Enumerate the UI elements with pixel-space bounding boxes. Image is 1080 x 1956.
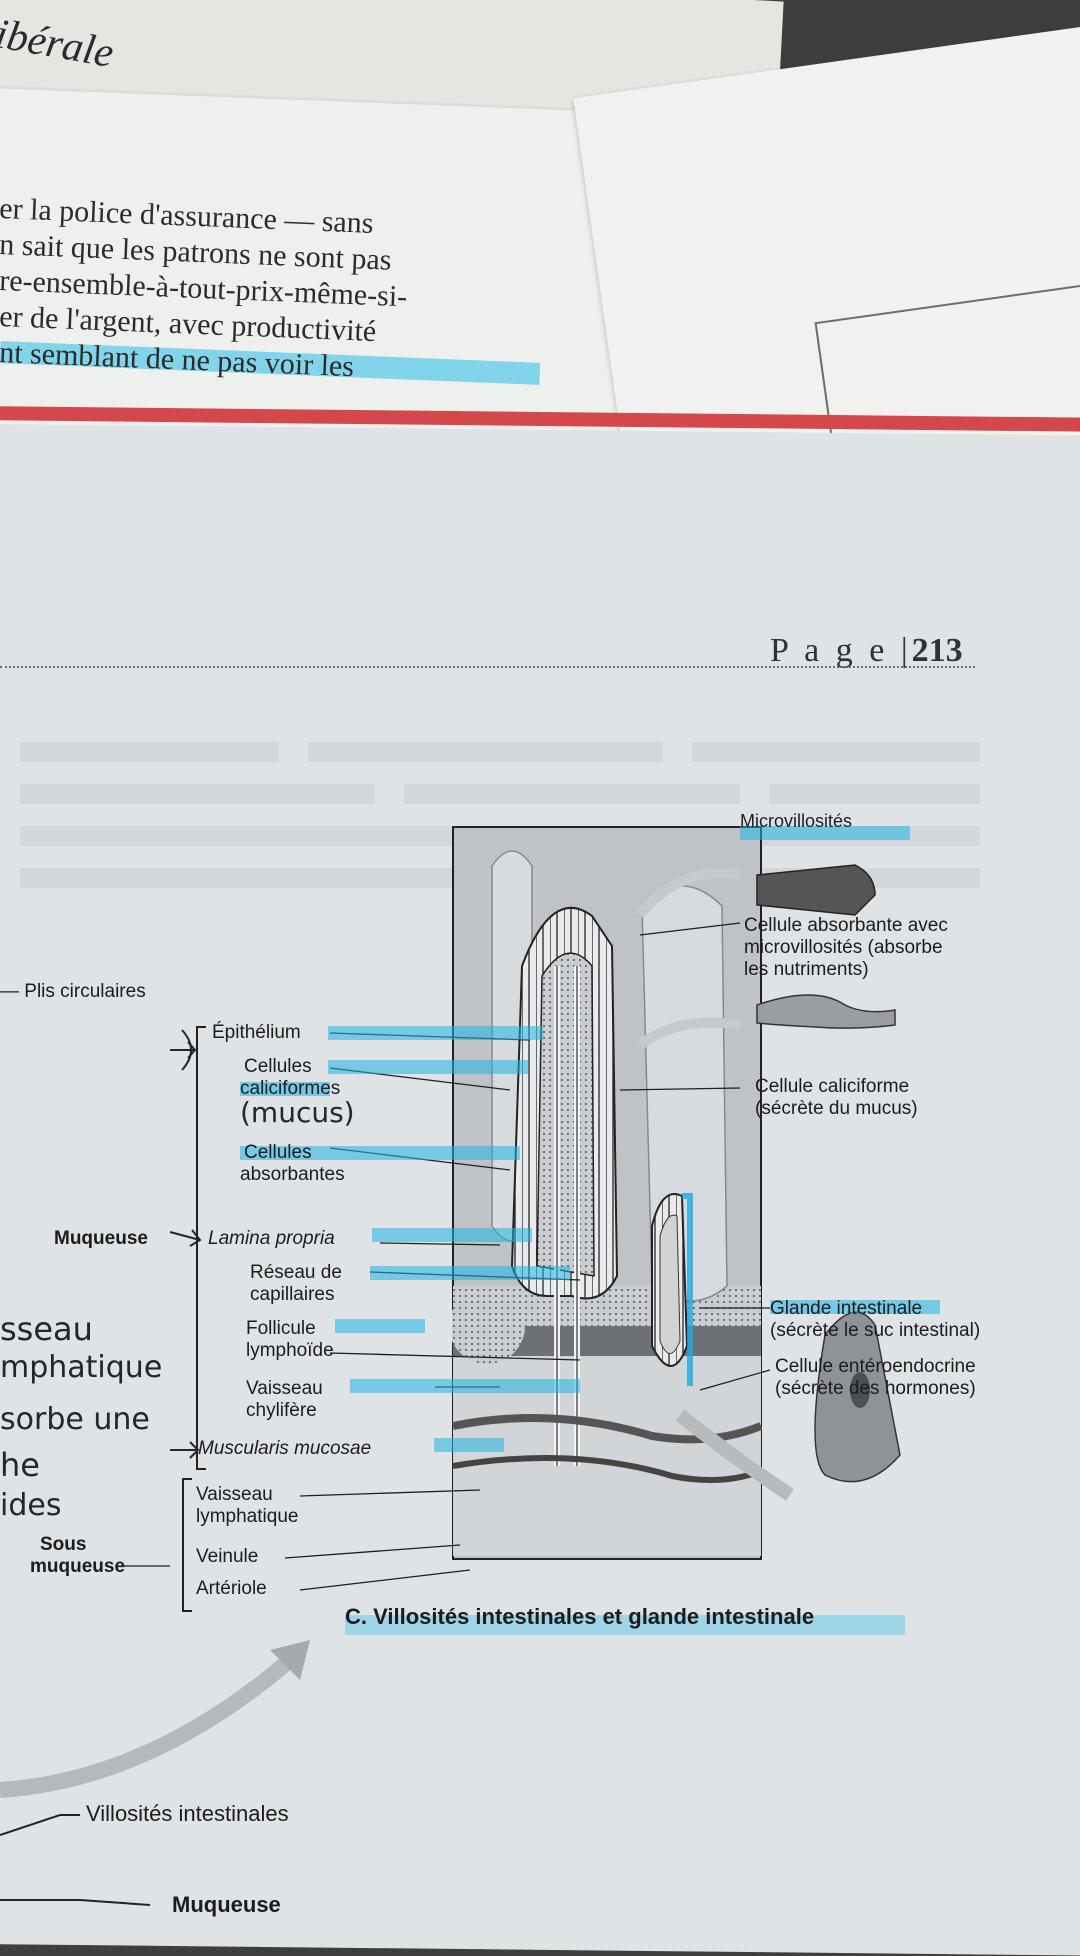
highlighter-mark [370, 1266, 570, 1280]
handwritten-note: sseau [0, 1310, 93, 1348]
page-separator: | [900, 632, 912, 669]
label-epithelium: Épithélium [212, 1022, 301, 1043]
figure-caption: C. Villosités intestinales et glande int… [345, 1604, 815, 1629]
handwritten-note: ides [0, 1488, 62, 1523]
label-vaisseau-lymphatique-line2: lymphatique [196, 1506, 299, 1527]
handwritten-note: mphatique [0, 1350, 163, 1385]
label-glande-intestinale: Glande intestinale [770, 1298, 923, 1319]
label-arteriole: Artériole [196, 1578, 267, 1599]
highlighter-mark [328, 1060, 528, 1074]
label-muscularis-mucosae: Muscularis mucosae [198, 1438, 372, 1459]
label-cellule-absorbante-line2: microvillosités (absorbe [744, 937, 943, 958]
label-cellules-absorbantes: Cellules [244, 1142, 312, 1163]
highlighter-mark [335, 1319, 425, 1333]
villus-illustration [452, 826, 762, 1560]
highlighter-mark [770, 1300, 940, 1314]
highlighter-mark [434, 1438, 504, 1452]
label-cellules-caliciformes: Cellules [244, 1056, 312, 1077]
handwritten-note: sorbe une [0, 1402, 150, 1437]
plis-text: Plis circulaires [24, 981, 146, 1002]
handwritten-mucus: (mucus) [240, 1096, 355, 1129]
label-vaisseau-chylifere: Vaisseau [246, 1378, 323, 1399]
page-label: P a g e [770, 632, 889, 669]
cell-detail-icons [756, 864, 901, 1483]
label-muqueuse: Muqueuse [54, 1228, 148, 1249]
highlighter-mark [350, 1379, 580, 1393]
label-cellule-absorbante-line3: les nutriments) [744, 959, 869, 980]
handwritten-arrows [169, 1029, 202, 1459]
label-lamina-propria: Lamina propria [208, 1228, 335, 1249]
label-cellules-caliciformes-line2: caliciformes [240, 1078, 341, 1099]
label-cellule-enteroendocrine: Cellule entéroendocrine [775, 1356, 976, 1377]
label-vaisseau-lymphatique: Vaisseau [196, 1484, 273, 1505]
label-villosites-intestinales: Villosités intestinales [86, 1801, 289, 1826]
label-follicule-lymphoide: Follicule [246, 1318, 316, 1339]
label-follicule-lymphoide-line2: lymphoïde [246, 1340, 334, 1361]
label-glande-intestinale-line2: (sécrète le suc intestinal) [770, 1320, 981, 1341]
label-sous-muqueuse: Sous [40, 1534, 87, 1555]
highlighter-mark [740, 826, 910, 840]
label-microvillosites: Microvillosités [740, 811, 853, 831]
label-cellules-absorbantes-line2: absorbantes [240, 1164, 345, 1185]
header-rule [0, 666, 975, 668]
label-veinule: Veinule [196, 1546, 259, 1567]
handwritten-note: he [0, 1446, 40, 1484]
label-plis-circulaires: — Plis circulaires [0, 981, 146, 1002]
label-cellule-caliciforme-line2: (sécrète du mucus) [755, 1098, 918, 1119]
highlighter-mark [240, 1082, 330, 1096]
highlighter-mark [372, 1228, 532, 1242]
highlighter-mark [345, 1615, 905, 1635]
label-reseau-capillaires: Réseau de [250, 1262, 342, 1283]
label-cellule-enteroendocrine-line2: (sécrète des hormones) [775, 1378, 976, 1399]
cell-pointer-arrows [636, 868, 794, 1501]
bracket-muqueuse [196, 1026, 206, 1470]
page-number: 213 [911, 632, 963, 669]
label-reseau-capillaires-line2: capillaires [250, 1284, 335, 1305]
highlighter-mark [328, 1026, 543, 1040]
highlighter-mark [240, 1146, 520, 1160]
label-cellule-caliciforme: Cellule caliciforme [755, 1076, 910, 1097]
page-number-header: P a g e |213 [770, 632, 963, 670]
label-vaisseau-chylifere-line2: chylifère [246, 1400, 317, 1421]
lower-figure-arrow [0, 1640, 310, 1906]
bracket-sous-muqueuse [182, 1478, 192, 1612]
label-sous-muqueuse-line2: muqueuse [30, 1556, 126, 1577]
label-muqueuse-bottom: Muqueuse [172, 1892, 281, 1917]
label-cellule-absorbante: Cellule absorbante avec [744, 915, 948, 936]
